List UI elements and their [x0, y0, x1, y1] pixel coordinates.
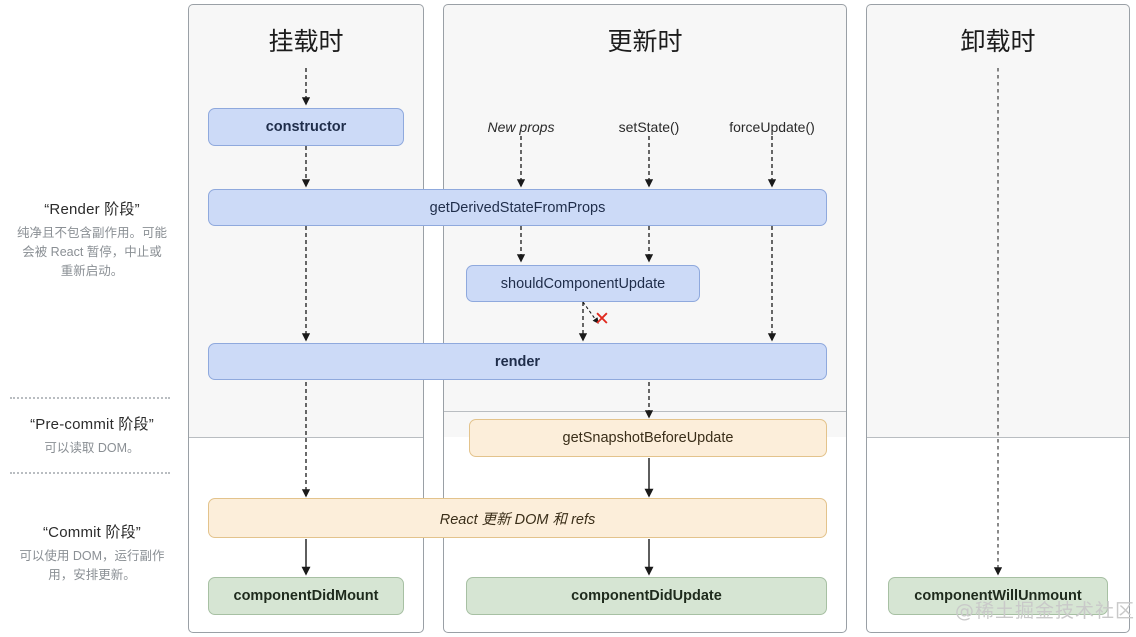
trigger-label-set-state: setState() — [618, 119, 680, 135]
trigger-label-force-update: forceUpdate() — [729, 119, 815, 135]
legend-divider-bottom — [10, 472, 170, 474]
watermark: @稀土掘金技术社区 — [955, 600, 1136, 622]
box-component-did-update[interactable]: componentDidUpdate — [466, 577, 827, 615]
box-constructor[interactable]: constructor — [208, 108, 404, 146]
legend-desc-pre-commit: 可以读取 DOM。 — [44, 441, 140, 455]
phase-legend: “Render 阶段” 纯净且不包含副作用。可能会被 React 暂停，中止或重… — [0, 0, 188, 637]
legend-title-pre-commit: “Pre-commit 阶段” — [30, 416, 154, 433]
box-component-will-unmount[interactable]: componentWillUnmount — [888, 577, 1108, 615]
trigger-label-new-props: New props — [487, 119, 555, 135]
legend-desc-commit: 可以使用 DOM，运行副作用，安排更新。 — [19, 549, 165, 582]
panel-divider-updating-precommit — [444, 411, 846, 412]
box-react-updates-dom-and-refs[interactable]: React 更新 DOM 和 refs — [208, 498, 827, 538]
column-title-updating: 更新时 — [607, 28, 683, 56]
legend-block-render: “Render 阶段” 纯净且不包含副作用。可能会被 React 暂停，中止或重… — [4, 198, 180, 281]
panel-divider-mounting — [189, 437, 423, 438]
box-should-component-update[interactable]: shouldComponentUpdate — [466, 265, 700, 302]
box-render[interactable]: render — [208, 343, 827, 380]
legend-divider-top — [10, 397, 170, 399]
panel-unmounting-render — [866, 4, 1130, 437]
column-title-mounting: 挂载时 — [268, 28, 344, 56]
box-component-did-mount[interactable]: componentDidMount — [208, 577, 404, 615]
box-get-snapshot-before-update[interactable]: getSnapshotBeforeUpdate — [469, 419, 827, 457]
legend-title-commit: “Commit 阶段” — [42, 524, 142, 541]
legend-block-pre-commit: “Pre-commit 阶段” 可以读取 DOM。 — [4, 413, 180, 458]
skip-render-x-icon: ✕ — [594, 309, 610, 330]
panel-divider-unmounting — [867, 437, 1129, 438]
box-get-derived-state-from-props[interactable]: getDerivedStateFromProps — [208, 189, 827, 226]
legend-block-commit: “Commit 阶段” 可以使用 DOM，运行副作用，安排更新。 — [4, 521, 180, 585]
legend-title-render: “Render 阶段” — [44, 201, 140, 218]
column-title-unmounting: 卸载时 — [960, 28, 1036, 56]
legend-desc-render: 纯净且不包含副作用。可能会被 React 暂停，中止或重新启动。 — [16, 226, 167, 278]
